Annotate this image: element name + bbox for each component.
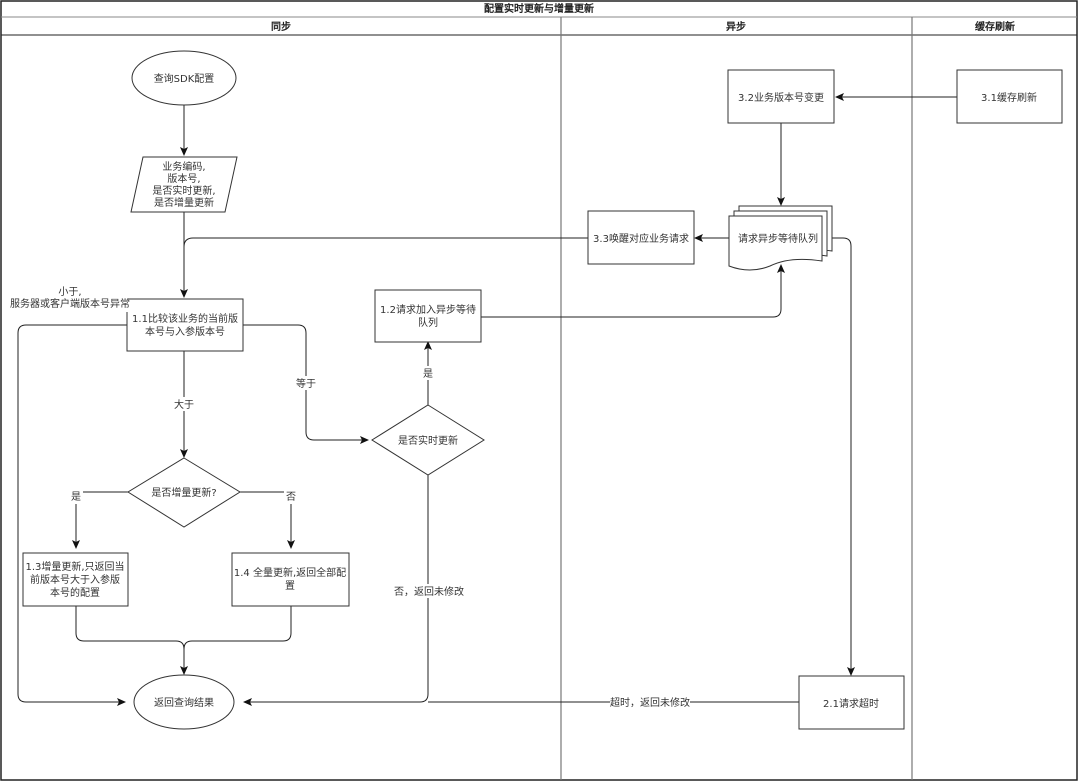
edge-n14-end — [183, 606, 292, 650]
edge-drealtime-end — [243, 475, 429, 706]
edge-label-no-incr: 否 — [286, 491, 296, 503]
edge-label-yes-realtime: 是 — [423, 368, 433, 380]
svg-text:前版本号大于入参版: 前版本号大于入参版 — [30, 573, 120, 586]
edge-label-no-realtime: 否，返回未修改 — [394, 585, 464, 598]
svg-text:请求异步等待队列: 请求异步等待队列 — [738, 232, 818, 245]
svg-text:业务编码,: 业务编码, — [162, 160, 205, 173]
svg-text:是否实时更新: 是否实时更新 — [398, 434, 458, 447]
edge-label-yes-incr: 是 — [71, 491, 81, 503]
edge-n12-queue — [481, 264, 785, 318]
node-n13: 1.3增量更新,只返回当 前版本号大于入参版 本号的配置 — [22, 552, 129, 607]
node-d-incr: 是否增量更新? — [127, 457, 241, 528]
edge-n11-end-less — [17, 324, 127, 706]
node-input: 业务编码, 版本号, 是否实时更新, 是否增量更新 — [130, 156, 238, 213]
edge-label-timeout: 超时，返回未修改 — [610, 696, 690, 709]
svg-text:1.4 全量更新,返回全部配: 1.4 全量更新,返回全部配 — [234, 566, 346, 579]
node-end: 返回查询结果 — [133, 674, 235, 730]
edge-n13-end — [75, 606, 188, 675]
svg-text:1.2请求加入异步等待: 1.2请求加入异步等待 — [380, 303, 476, 316]
lane-header-cache: 缓存刷新 — [974, 20, 1015, 33]
svg-text:2.1请求超时: 2.1请求超时 — [823, 697, 879, 710]
node-n31: 3.1缓存刷新 — [956, 69, 1063, 124]
svg-text:3.3唤醒对应业务请求: 3.3唤醒对应业务请求 — [593, 232, 689, 245]
svg-text:本号的配置: 本号的配置 — [50, 586, 100, 599]
svg-text:置: 置 — [285, 580, 295, 592]
svg-text:1.3增量更新,只返回当: 1.3增量更新,只返回当 — [25, 560, 124, 573]
svg-text:本号与入参版本号: 本号与入参版本号 — [145, 325, 225, 338]
node-n32: 3.2业务版本号变更 — [727, 69, 835, 124]
svg-text:队列: 队列 — [418, 316, 438, 329]
diagram-title: 配置实时更新与增量更新 — [484, 2, 594, 15]
edge-queue-n21 — [832, 237, 855, 676]
node-queue: 请求异步等待队列 — [728, 205, 833, 271]
edge-label-greater: 大于 — [174, 398, 194, 411]
svg-text:返回查询结果: 返回查询结果 — [154, 696, 214, 709]
node-d-realtime: 是否实时更新 — [371, 404, 485, 476]
svg-text:1.1比较该业务的当前版: 1.1比较该业务的当前版 — [132, 312, 238, 325]
svg-text:是否增量更新: 是否增量更新 — [154, 196, 214, 209]
svg-text:是否增量更新?: 是否增量更新? — [151, 486, 216, 499]
edge-label-equal: 等于 — [296, 377, 316, 390]
svg-text:是否实时更新,: 是否实时更新, — [152, 184, 215, 197]
svg-text:3.2业务版本号变更: 3.2业务版本号变更 — [738, 91, 824, 104]
node-n14: 1.4 全量更新,返回全部配 置 — [231, 552, 350, 607]
node-n12: 1.2请求加入异步等待 队列 — [374, 289, 482, 343]
edge-label-less-2: 服务器或客户端版本号异常 — [10, 297, 130, 310]
lane-header-async: 异步 — [726, 20, 746, 33]
svg-text:版本号,: 版本号, — [167, 172, 200, 185]
edge-label-less-1: 小于, — [58, 286, 81, 298]
node-n21: 2.1请求超时 — [798, 675, 905, 730]
node-start: 查询SDK配置 — [131, 50, 237, 106]
svg-text:查询SDK配置: 查询SDK配置 — [154, 72, 215, 85]
edge-n33-n11 — [183, 237, 588, 248]
lane-header-sync: 同步 — [271, 20, 291, 33]
node-n33: 3.3唤醒对应业务请求 — [587, 210, 695, 265]
svg-text:3.1缓存刷新: 3.1缓存刷新 — [981, 91, 1037, 104]
edge-labels: 小于, 服务器或客户端版本号异常 大于 等于 是 否，返回未修改 是 否 超时，… — [10, 286, 690, 709]
node-n11: 1.1比较该业务的当前版 本号与入参版本号 — [126, 298, 244, 352]
